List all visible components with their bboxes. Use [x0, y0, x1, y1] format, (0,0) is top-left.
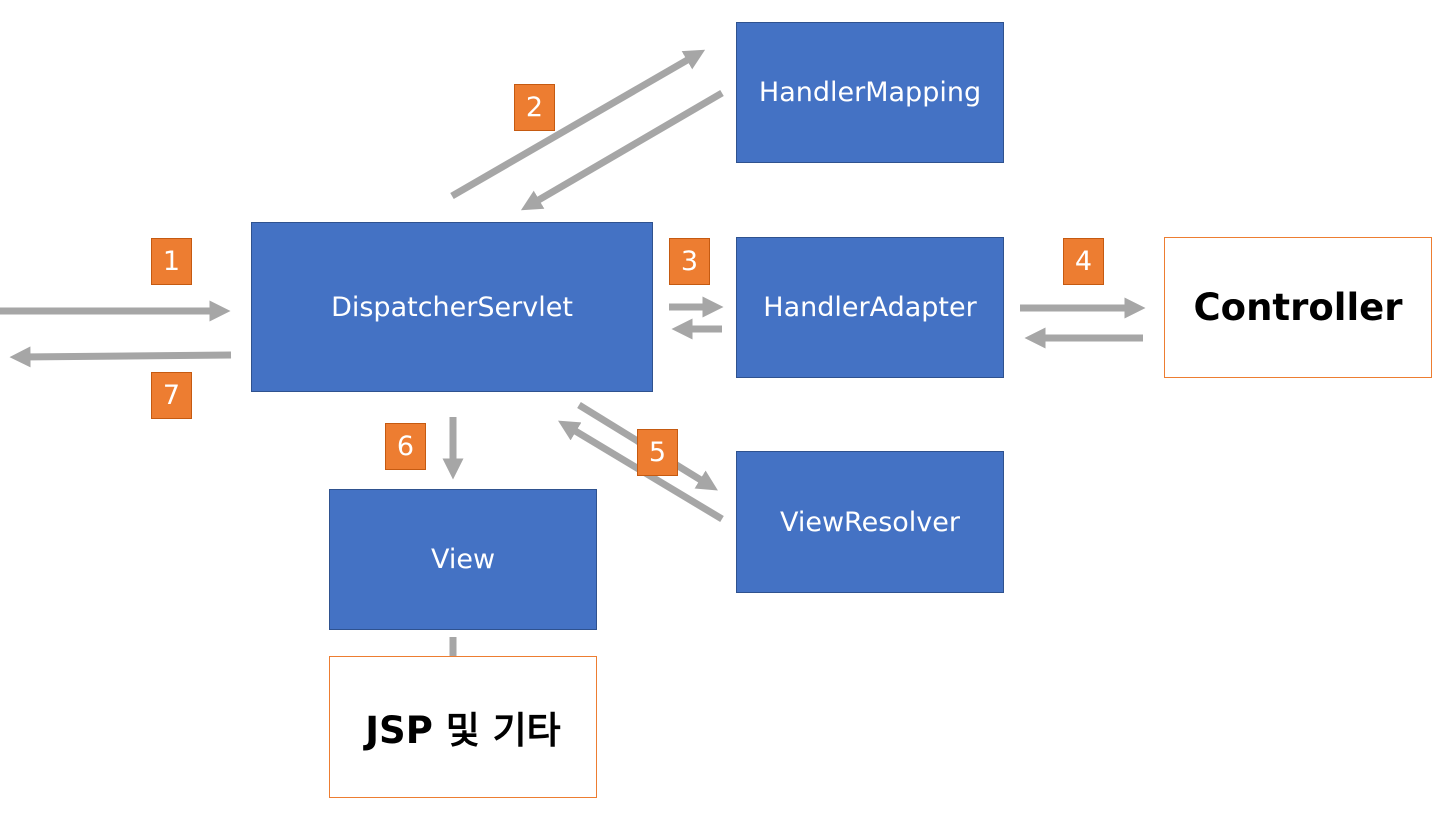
arrow-to-handler-mapping [450, 49, 706, 200]
handler-mapping-box: HandlerMapping [736, 22, 1004, 163]
step-badge-7: 7 [151, 372, 192, 419]
dispatcher-servlet-label: DispatcherServlet [331, 291, 573, 323]
dispatcher-servlet-box: DispatcherServlet [251, 222, 653, 392]
view-box: View [329, 489, 597, 630]
view-resolver-box: ViewResolver [736, 451, 1004, 593]
step-badge-6: 6 [385, 423, 426, 470]
arrow-from-handler-mapping [520, 89, 724, 211]
handler-mapping-label: HandlerMapping [758, 77, 982, 108]
jsp-label: JSP 및 기타 [365, 709, 561, 752]
view-resolver-label: ViewResolver [779, 506, 960, 538]
arrow-response-out [9, 346, 232, 368]
step-badge-1: 1 [151, 238, 192, 285]
step-badge-4: 4 [1063, 238, 1104, 285]
handler-adapter-box: HandlerAdapter [736, 237, 1004, 378]
step-badge-3: 3 [669, 238, 710, 285]
handler-adapter-label: HandlerAdapter [763, 292, 977, 323]
controller-box: Controller [1164, 237, 1432, 378]
view-label: View [430, 544, 496, 575]
step-badge-2: 2 [514, 84, 555, 131]
controller-label: Controller [1193, 286, 1403, 329]
step-badge-5: 5 [637, 429, 678, 476]
jsp-box: JSP 및 기타 [329, 656, 597, 798]
